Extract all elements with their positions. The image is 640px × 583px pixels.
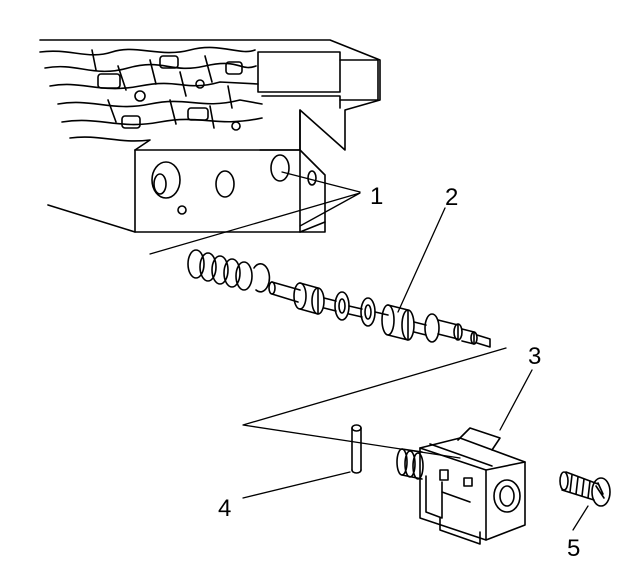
- callout-5: 5: [567, 535, 580, 562]
- solenoid: [396, 427, 526, 545]
- mounting-bolt: [559, 471, 611, 507]
- valve-spool: [268, 281, 491, 348]
- callout-1: 1: [370, 183, 383, 210]
- valve-body-casting: [39, 39, 381, 233]
- leader-lines: [149, 171, 589, 531]
- callout-3: 3: [528, 343, 541, 370]
- valve-spring: [187, 249, 271, 293]
- retaining-pin: [351, 424, 362, 474]
- callout-2: 2: [445, 184, 458, 211]
- callout-4: 4: [218, 495, 231, 522]
